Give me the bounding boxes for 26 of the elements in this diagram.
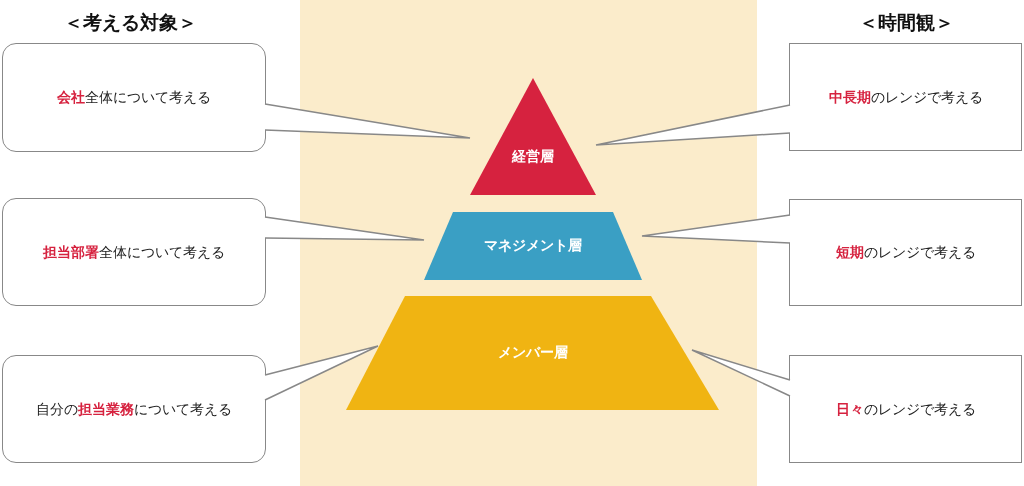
speech-bubble: [2, 43, 266, 152]
pyramid-tier: [470, 78, 596, 195]
callout-tail: [264, 345, 379, 401]
callout-text: 会社全体について考える: [56, 88, 212, 108]
speech-bubble: [789, 43, 1022, 151]
pyramid-tier: [346, 296, 719, 410]
speech-bubble: [789, 355, 1022, 463]
speech-bubble: [2, 198, 266, 306]
tier-label: 経営層: [510, 148, 555, 166]
column-heading: ＜時間観＞: [858, 10, 954, 35]
callout-tail: [595, 104, 791, 146]
callout-tail: [691, 349, 791, 397]
tier-label: マネジメント層: [483, 237, 583, 255]
callout-tail: [264, 216, 425, 241]
callout-tail: [641, 214, 791, 244]
callout-text: 日々のレンジで考える: [834, 399, 977, 419]
callout-tail: [264, 103, 471, 139]
tier-label: メンバー層: [496, 344, 569, 362]
speech-bubble: [2, 355, 266, 463]
pyramid-tier: [424, 212, 642, 280]
callout-text: 短期のレンジで考える: [834, 243, 977, 263]
callout-text: 中長期のレンジで考える: [827, 87, 984, 107]
callout-text: 担当部署全体について考える: [42, 242, 226, 262]
speech-bubble: [789, 199, 1022, 306]
column-heading: ＜考える対象＞: [63, 10, 197, 35]
callout-text: 自分の担当業務について考える: [35, 399, 233, 419]
